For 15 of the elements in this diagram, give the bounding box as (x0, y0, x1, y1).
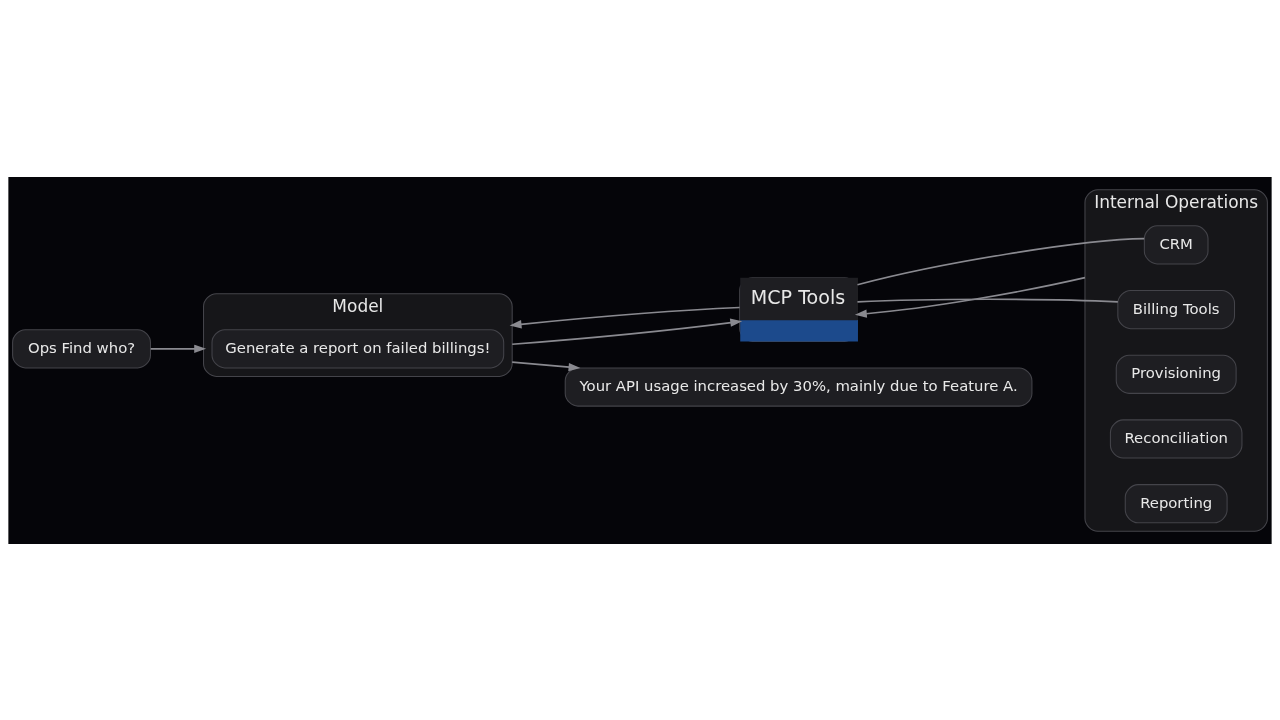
arrow (509, 306, 741, 328)
node-box: Your API usage increased by 30%, mainly due to Feature A. (564, 366, 1033, 407)
node-box: CRM (1143, 224, 1209, 264)
arrow (854, 276, 1086, 318)
arrow (511, 360, 581, 371)
node-box: Reporting (1124, 483, 1228, 523)
node-box: Provisioning (1115, 354, 1237, 394)
node-box: Generate a report on failed billings! (211, 328, 505, 368)
node-box: Reconciliation (1109, 418, 1243, 459)
arrow (511, 318, 743, 345)
connector (856, 297, 1119, 303)
connector (856, 237, 1146, 286)
node-box: Ops Find who? (12, 328, 151, 368)
node-box: Billing Tools (1117, 289, 1236, 329)
arrow (149, 344, 207, 353)
